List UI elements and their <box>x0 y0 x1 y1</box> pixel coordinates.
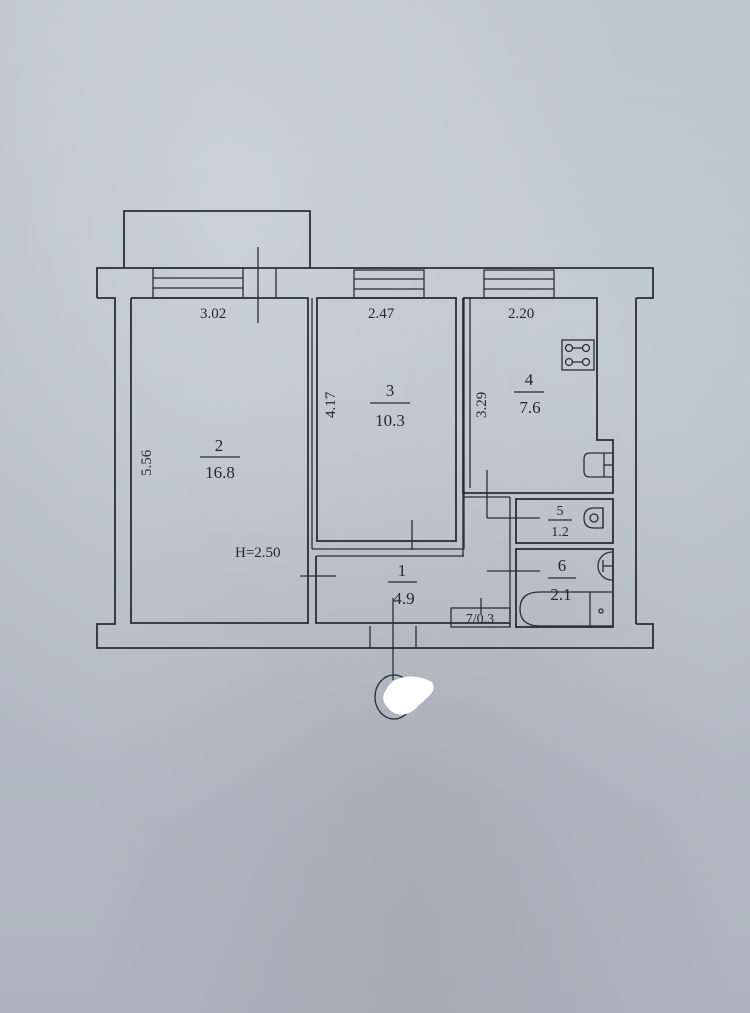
room-3-area: 10.3 <box>375 411 405 430</box>
dim-room4-length: 3.29 <box>474 392 490 418</box>
bathtub-icon <box>519 591 612 627</box>
washbasin-icon <box>597 551 613 581</box>
room-1-number: 1 <box>398 561 407 580</box>
toilet-icon <box>583 507 604 529</box>
dim-room3-length: 4.17 <box>323 391 339 418</box>
exterior-wall <box>96 267 654 649</box>
room-3 <box>311 297 465 550</box>
room-2-number: 2 <box>215 436 224 455</box>
entrance-door <box>369 626 417 648</box>
dim-room4-width: 2.20 <box>508 306 534 322</box>
window-room2 <box>152 267 277 299</box>
dim-room2-width: 3.02 <box>200 306 226 322</box>
room-1 <box>315 493 511 627</box>
room-6 <box>515 548 614 628</box>
room-6-number: 6 <box>558 556 567 575</box>
room-2 <box>130 297 309 624</box>
door-markers <box>300 470 540 614</box>
closet-7-label: 7/0.3 <box>466 612 494 627</box>
entrance-marker <box>374 598 434 720</box>
room-6-area: 2.1 <box>550 585 571 604</box>
room-4-number: 4 <box>525 370 534 389</box>
room-5-area: 1.2 <box>551 525 569 540</box>
ceiling-height-label: H=2.50 <box>235 545 281 561</box>
room-3-number: 3 <box>386 381 395 400</box>
window-room4 <box>483 269 555 299</box>
room-1-area: 4.9 <box>393 589 414 608</box>
dim-room2-length: 5.56 <box>139 449 155 476</box>
dim-room3-width: 2.47 <box>368 306 395 322</box>
room-5 <box>515 498 614 544</box>
room-5-number: 5 <box>557 504 564 519</box>
stove-icon <box>561 339 595 371</box>
balcony <box>123 210 311 268</box>
sink-icon <box>583 452 612 478</box>
redaction-blob <box>383 676 434 715</box>
room-2-area: 16.8 <box>205 463 235 482</box>
room-4-area: 7.6 <box>519 398 540 417</box>
window-room3 <box>353 269 425 299</box>
